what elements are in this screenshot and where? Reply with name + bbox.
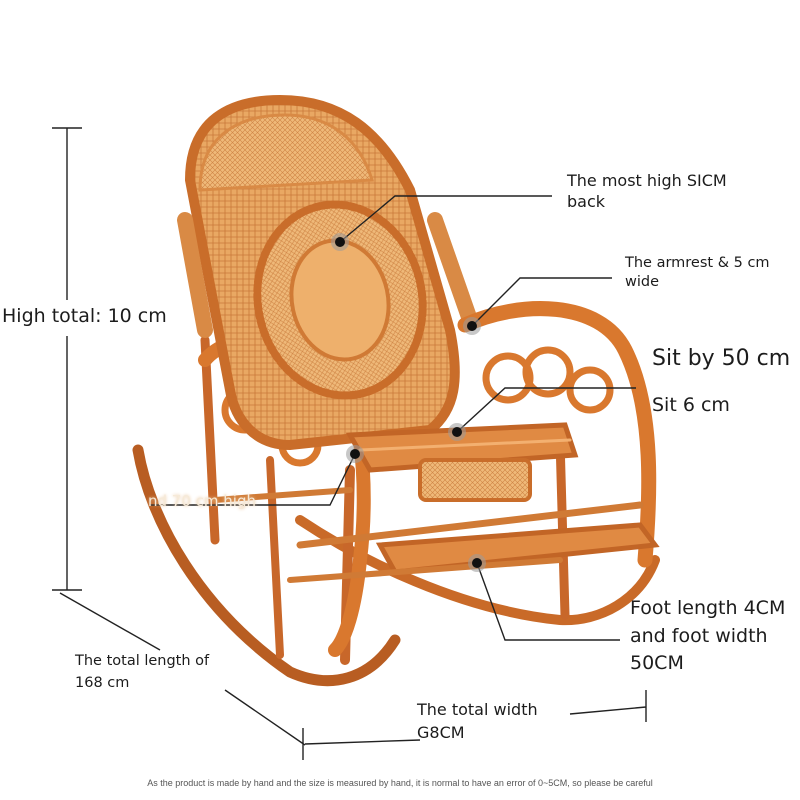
headrest	[198, 113, 374, 192]
armrest-pointer	[471, 277, 612, 327]
foot-label-line3: 50CM	[630, 652, 684, 675]
armrest-label-line1: The armrest & 5 cm	[625, 255, 770, 271]
total-width-label-line2: G8CM	[417, 723, 465, 743]
armrest-label: The armrest & 5 cm wide	[625, 254, 770, 292]
high-total-label: High total: 10 cm	[2, 305, 167, 327]
sit-pointer	[456, 387, 636, 433]
sit-label: Sit 6 cm	[652, 394, 730, 416]
rocking-chair	[132, 94, 660, 687]
left-rocker	[132, 444, 401, 687]
right-armrest	[457, 301, 657, 568]
overlay-height-text: nd 70 cm high	[148, 492, 256, 510]
back-height-label-line1: The most high SICM	[567, 171, 727, 190]
dimension-lines	[52, 127, 647, 760]
height-pointer	[150, 453, 356, 506]
total-length-label: The total length of 168 cm	[75, 650, 209, 695]
back-height-label: The most high SICM back	[567, 171, 727, 213]
foot-label-line2: and foot width	[630, 624, 768, 647]
length-line	[59, 592, 161, 651]
width-line	[224, 689, 647, 760]
armrest-label-line2: wide	[625, 273, 660, 290]
footrest	[375, 522, 660, 575]
foot-label: Foot length 4CM and foot width 50CM	[630, 595, 785, 678]
foot-pointer	[476, 562, 620, 641]
foot-label-line1: Foot length 4CM	[630, 597, 786, 619]
total-width-label-line1: The total width	[417, 700, 538, 719]
marker-dots	[331, 233, 486, 572]
total-length-label-line2: 168 cm	[75, 675, 130, 692]
back-height-label-line2: back	[567, 191, 606, 211]
total-width-label: The total width G8CM	[417, 698, 538, 744]
total-length-label-line1: The total length of	[75, 653, 210, 669]
back-pointer	[339, 195, 552, 243]
disclaimer-footnote: As the product is made by hand and the s…	[147, 778, 653, 788]
height-line	[52, 127, 82, 591]
sit-by-label: Sit by 50 cm	[652, 346, 791, 371]
